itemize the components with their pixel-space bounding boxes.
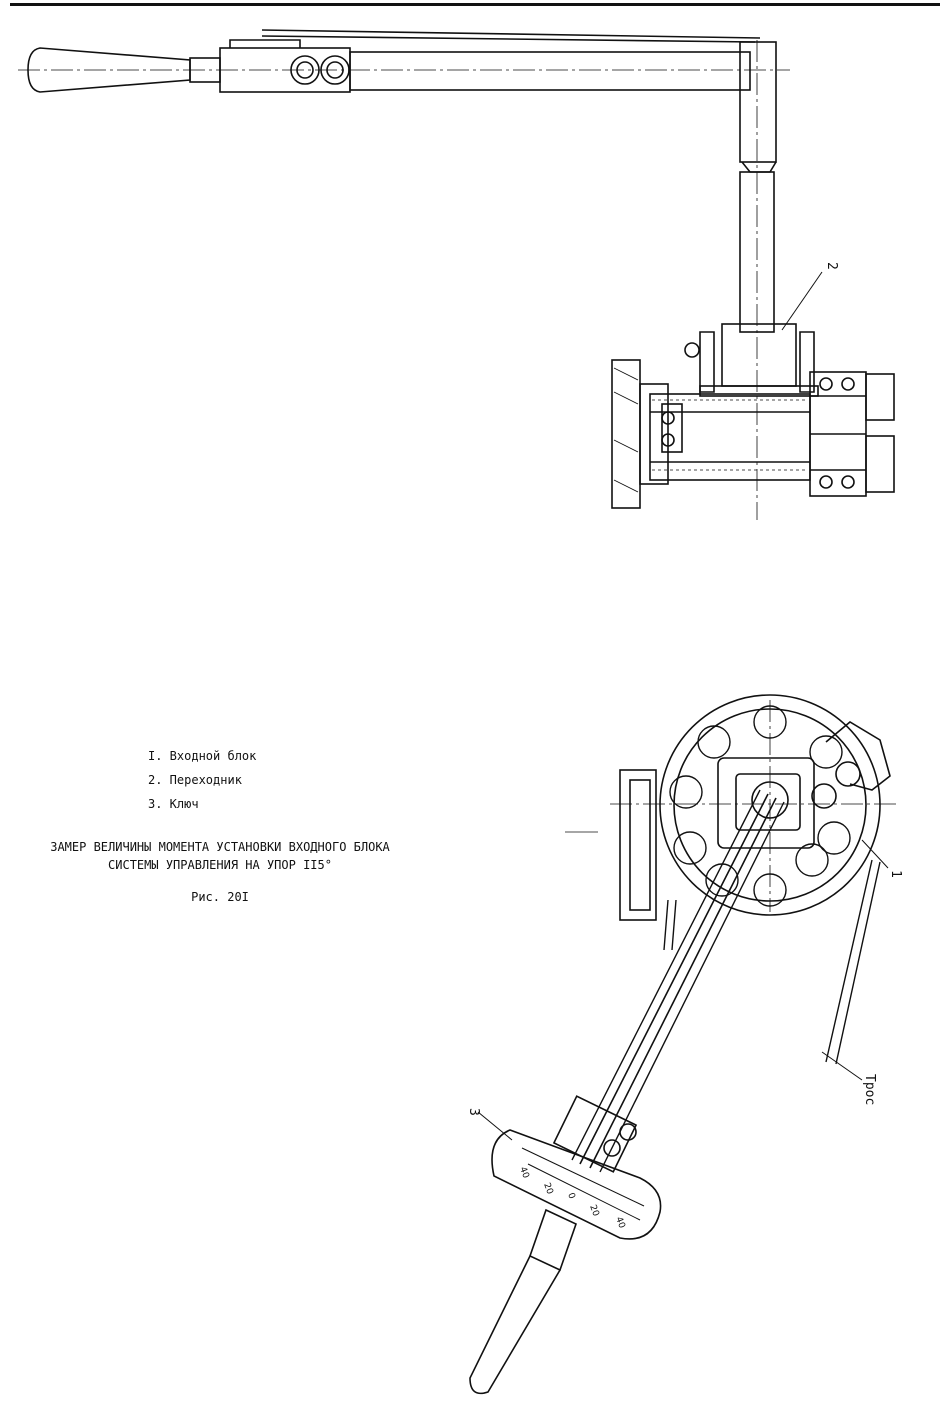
- callout-3: 3: [466, 1108, 481, 1116]
- callout-1: 1: [888, 870, 903, 878]
- scale-label: 0: [565, 1192, 576, 1201]
- legend-item: 2. Переходник: [148, 773, 242, 787]
- scale-label: 40: [613, 1216, 626, 1230]
- top-border-line: [10, 3, 940, 6]
- figure-number: Рис. 20I: [191, 890, 249, 904]
- scale-label: 40: [517, 1166, 530, 1180]
- bottom-dial-view: [469, 694, 900, 1395]
- scale-label: 20: [587, 1204, 600, 1218]
- callout-2: 2: [824, 262, 839, 270]
- key-dial-scale: 40 20 0 20 40: [517, 1166, 626, 1230]
- callout-cable: Трос: [862, 1074, 877, 1105]
- legend-item: I. Входной блок: [148, 749, 257, 763]
- caption-title-line1: ЗАМЕР ВЕЛИЧИНЫ МОМЕНТА УСТАНОВКИ ВХОДНОГ…: [50, 840, 390, 854]
- figure-caption: ЗАМЕР ВЕЛИЧИНЫ МОМЕНТА УСТАНОВКИ ВХОДНОГ…: [0, 838, 440, 906]
- scale-label: 20: [541, 1182, 554, 1196]
- legend-item: 3. Ключ: [148, 797, 199, 811]
- parts-legend: I. Входной блок 2. Переходник 3. Ключ: [148, 744, 256, 816]
- top-wrench-view: [18, 29, 895, 520]
- caption-title-line2: СИСТЕМЫ УПРАВЛЕНИЯ НА УПОР II5°: [108, 858, 332, 872]
